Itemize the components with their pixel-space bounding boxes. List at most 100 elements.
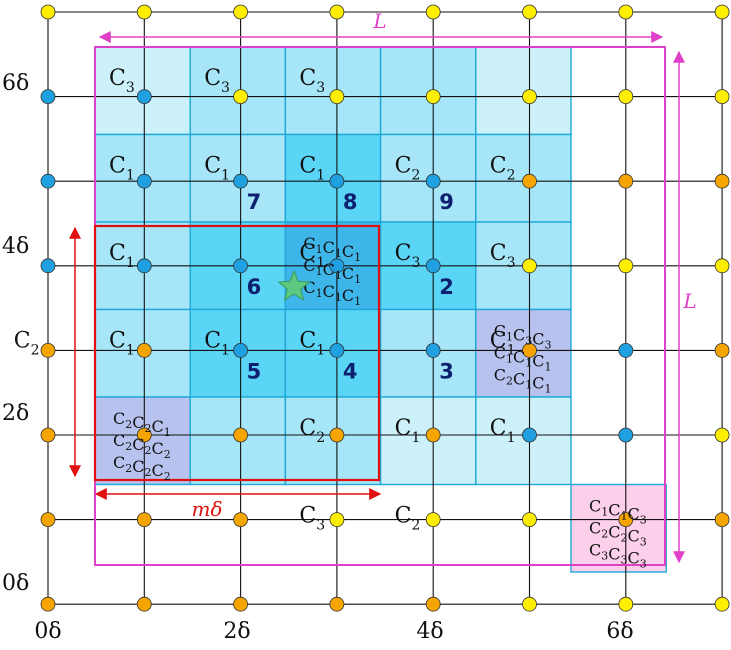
grid-node-yellow bbox=[329, 512, 345, 527]
grid-node-orange bbox=[329, 427, 345, 443]
grid-lines bbox=[47, 11, 723, 605]
grid-cell bbox=[570, 483, 667, 573]
cell-composite-label: C2C2C2 bbox=[113, 431, 171, 461]
cell-composite-label: C2C1C1 bbox=[494, 366, 552, 396]
y-tick-label: 0δ bbox=[2, 571, 29, 596]
cell-composite-label: C1C1C1 bbox=[494, 344, 552, 374]
cell-class-label: C1 bbox=[204, 154, 230, 184]
grid-node-yellow bbox=[136, 4, 152, 20]
grid-node-orange bbox=[233, 596, 249, 612]
cell-class-label: C1 bbox=[490, 329, 516, 359]
grid-node-blue bbox=[618, 342, 634, 358]
grid-node-yellow bbox=[618, 89, 634, 104]
grid-node-yellow bbox=[618, 258, 634, 274]
cell-class-label: C2 bbox=[395, 504, 421, 534]
grid-node-yellow bbox=[714, 427, 730, 443]
subdomain-boundary-red bbox=[93, 224, 381, 482]
grid-cell bbox=[284, 133, 382, 223]
cell-composite-label: C1C1C1 bbox=[303, 256, 361, 286]
grid-node-blue bbox=[233, 173, 249, 189]
grid-node-orange bbox=[40, 512, 56, 527]
cell-composite-label: C1C1C1 bbox=[303, 278, 361, 308]
grid-node-blue bbox=[329, 173, 345, 189]
grid-node-blue bbox=[40, 89, 56, 104]
grid-node-yellow bbox=[425, 89, 441, 104]
cell-composite-label: C2C2C3 bbox=[589, 519, 647, 549]
length-label-top: L bbox=[372, 9, 386, 33]
grid-node-blue bbox=[329, 258, 345, 274]
x-tick-label: 2δ bbox=[223, 619, 250, 644]
grid-node-blue bbox=[136, 173, 152, 189]
grid-node-orange bbox=[618, 512, 634, 527]
node-number-label: 9 bbox=[439, 190, 454, 214]
cell-class-label: C3 bbox=[490, 241, 516, 271]
grid-node-orange bbox=[714, 512, 730, 527]
grid-node-yellow bbox=[714, 596, 730, 612]
grid-node-yellow bbox=[329, 4, 345, 20]
node-layer bbox=[40, 4, 730, 612]
x-tick-label: 0δ bbox=[34, 619, 61, 644]
grid-cell bbox=[475, 46, 572, 136]
node-number-label: 5 bbox=[247, 359, 262, 383]
cell-class-label: C3 bbox=[299, 66, 325, 96]
grid-node-yellow bbox=[522, 4, 537, 20]
cell-class-label: C1 bbox=[109, 241, 135, 271]
grid-node-orange bbox=[136, 596, 152, 612]
cell-composite-label: C2C2C1 bbox=[113, 409, 171, 439]
grid-node-yellow bbox=[522, 512, 537, 527]
node-number-label: 4 bbox=[343, 359, 358, 383]
x-tick-label: 6δ bbox=[606, 619, 633, 644]
grid-node-yellow bbox=[233, 89, 249, 104]
y-tick-label: 4δ bbox=[2, 234, 29, 259]
grid-node-orange bbox=[329, 596, 345, 612]
grid-node-orange bbox=[522, 342, 537, 358]
cell-class-label: C1 bbox=[299, 154, 325, 184]
cell-class-label: C2 bbox=[490, 154, 516, 184]
cell-class-label: C1 bbox=[204, 329, 230, 359]
grid-node-yellow bbox=[425, 512, 441, 527]
node-number-label: 2 bbox=[439, 275, 454, 299]
length-label-right: L bbox=[682, 289, 696, 313]
cell-class-label: C1 bbox=[490, 416, 516, 446]
node-number-label: 3 bbox=[439, 359, 454, 383]
y-tick-label: 2δ bbox=[2, 401, 29, 426]
grid-node-orange bbox=[40, 596, 56, 612]
grid-node-blue bbox=[233, 342, 249, 358]
cell-composite-label: C1C3C3 bbox=[494, 322, 552, 352]
grid-node-yellow bbox=[522, 89, 537, 104]
grid-node-orange bbox=[136, 512, 152, 527]
cell-class-label: C1 bbox=[299, 241, 325, 271]
node-number-label: 6 bbox=[247, 275, 262, 299]
grid-node-orange bbox=[233, 427, 249, 443]
grid-node-orange bbox=[618, 173, 634, 189]
grid-node-orange bbox=[522, 173, 537, 189]
grid-node-yellow bbox=[329, 89, 345, 104]
grid-node-orange bbox=[40, 427, 56, 443]
grid-node-orange bbox=[714, 342, 730, 358]
star-icon bbox=[277, 269, 311, 301]
grid-node-orange bbox=[714, 173, 730, 189]
grid-node-blue bbox=[136, 258, 152, 274]
cell-class-label: C3 bbox=[395, 241, 421, 271]
cell-class-label: C1 bbox=[109, 329, 135, 359]
cell-class-label: C2 bbox=[395, 154, 421, 184]
y-tick-label: 6δ bbox=[2, 71, 29, 96]
cell-composite-label: C1C1C1 bbox=[303, 234, 361, 264]
grid-node-blue bbox=[233, 258, 249, 274]
grid-node-orange bbox=[425, 596, 441, 612]
node-number-label: 8 bbox=[343, 190, 358, 214]
grid-node-orange bbox=[136, 342, 152, 358]
cell-class-label: C3 bbox=[204, 66, 230, 96]
grid-node-yellow bbox=[522, 258, 537, 274]
grid-node-blue bbox=[425, 258, 441, 274]
cell-class-label: C2 bbox=[14, 329, 40, 359]
frame-layer bbox=[93, 46, 666, 566]
grid-node-blue bbox=[425, 173, 441, 189]
grid-node-yellow bbox=[618, 4, 634, 20]
cell-class-label: C1 bbox=[299, 329, 325, 359]
cell-class-label: C3 bbox=[109, 66, 135, 96]
grid-node-blue bbox=[136, 89, 152, 104]
grid-node-orange bbox=[233, 512, 249, 527]
